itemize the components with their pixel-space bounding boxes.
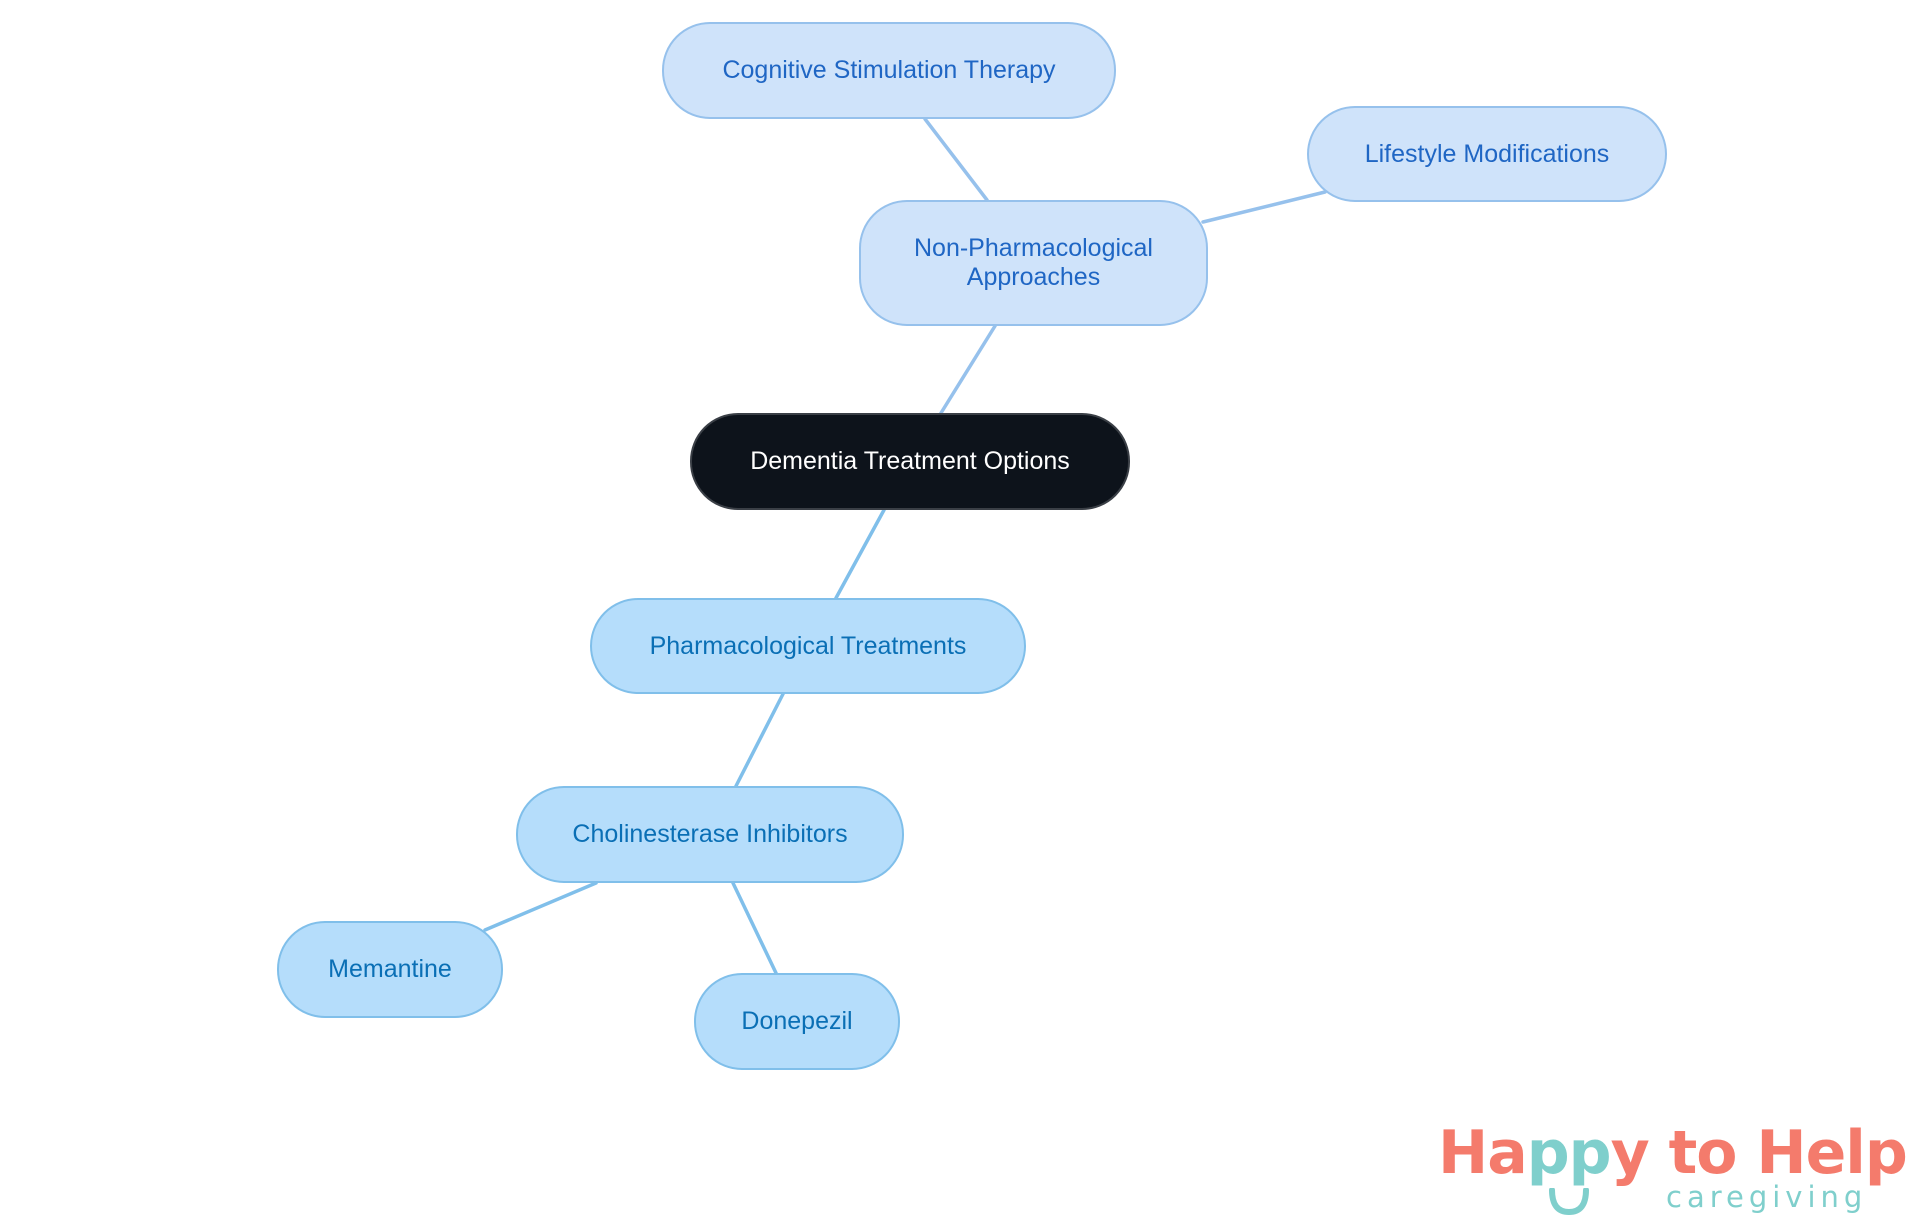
node-label-line1: Non-Pharmacological [913,234,1153,262]
edge-root-pharma [834,508,886,600]
logo-tagline: caregiving [1666,1180,1868,1214]
happy-to-help-logo: Happy to Help caregiving [1438,1118,1908,1216]
logo-wordmark: Happy to Help [1438,1118,1908,1188]
node-label: Cholinesterase Inhibitors [572,820,848,848]
node-non-pharmacological-approaches[interactable]: Non-Pharmacological Approaches [859,200,1208,326]
node-memantine[interactable]: Memantine [277,921,503,1018]
node-dementia-treatment-options[interactable]: Dementia Treatment Options [690,413,1130,510]
edge-che-memantine [483,881,598,932]
edge-nonpharma-cst [923,117,989,202]
root-label: Dementia Treatment Options [750,447,1070,475]
node-label: Pharmacological Treatments [649,631,967,660]
edge-nonpharma-lifestyle [1201,190,1327,224]
node-donepezil[interactable]: Donepezil [694,973,900,1070]
node-pharmacological-treatments[interactable]: Pharmacological Treatments [590,598,1026,694]
node-label: Cognitive Stimulation Therapy [722,56,1056,84]
edge-che-donepezil [731,881,778,975]
node-cognitive-stimulation-therapy[interactable]: Cognitive Stimulation Therapy [662,22,1116,119]
edge-pharma-che [734,692,785,788]
node-label-line2: Approaches [966,263,1101,291]
node-lifestyle-modifications[interactable]: Lifestyle Modifications [1307,106,1667,202]
smile-icon [1549,1188,1589,1216]
node-cholinesterase-inhibitors[interactable]: Cholinesterase Inhibitors [516,786,904,883]
edge-root-nonpharma [939,324,997,415]
node-label: Lifestyle Modifications [1364,139,1610,168]
node-label: Memantine [328,955,452,983]
node-label: Donepezil [741,1007,853,1035]
